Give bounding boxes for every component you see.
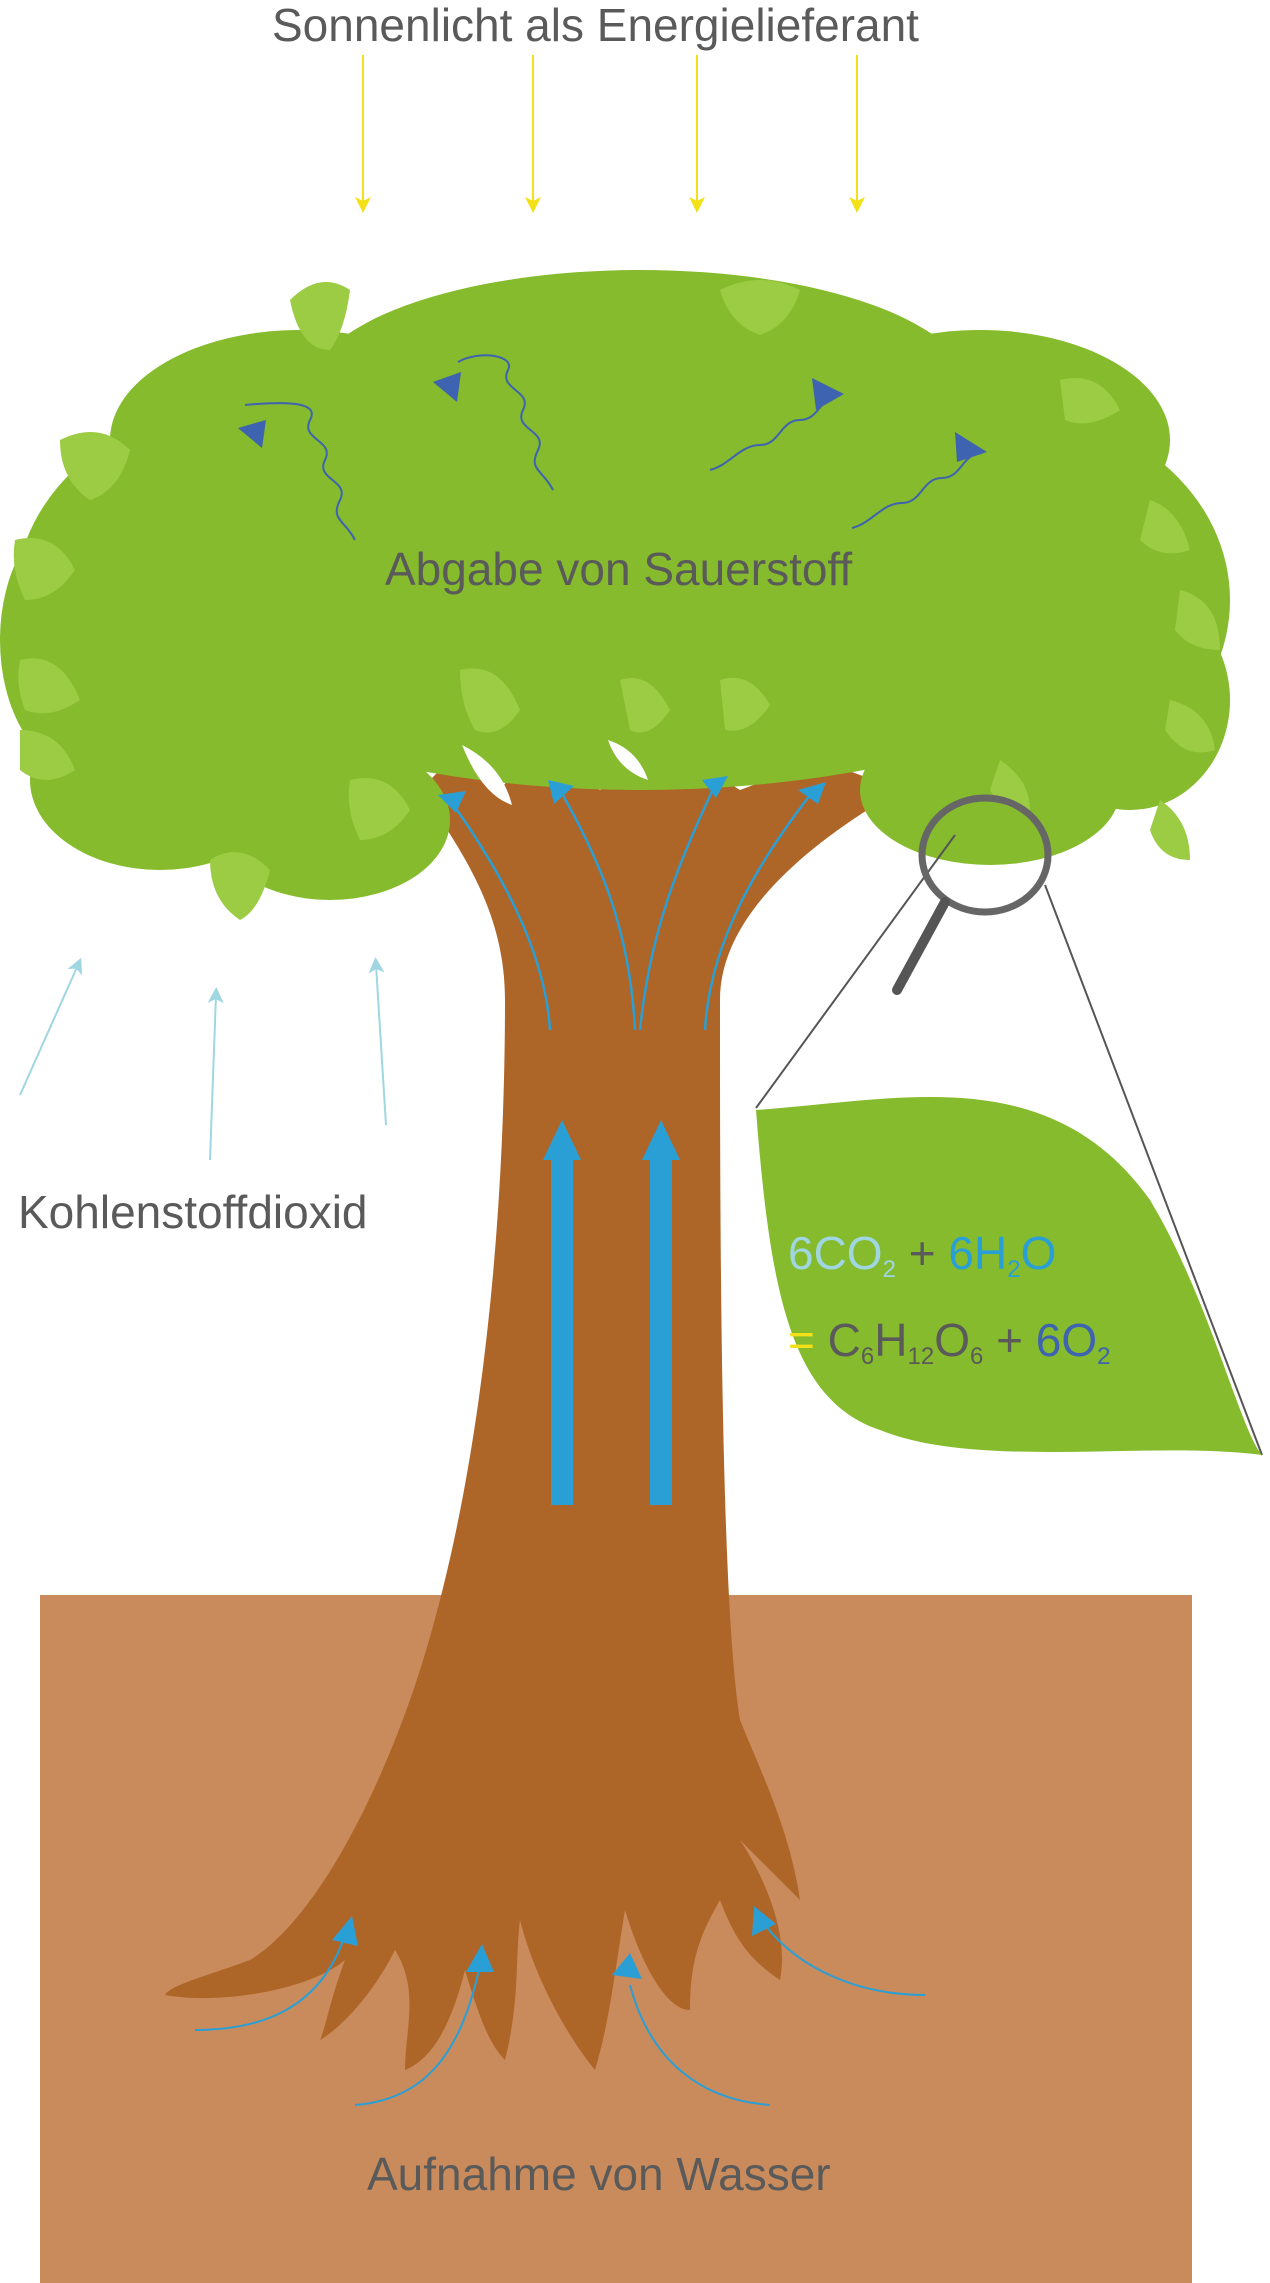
plus-sign: + bbox=[908, 1227, 936, 1279]
sap-flow-arrowheads bbox=[438, 776, 826, 813]
h2o-term: 6H2O bbox=[948, 1227, 1057, 1283]
equation-line-1: 6CO2 + 6H2O bbox=[788, 1218, 1111, 1305]
photosynthesis-equation: 6CO2 + 6H2O = C6H12O6 + 6O2 bbox=[788, 1218, 1111, 1392]
co2-arrows bbox=[19, 957, 387, 1161]
glucose-term: C6H12O6 bbox=[827, 1314, 984, 1370]
root-water-arrows bbox=[194, 1924, 926, 2106]
zoom-lines bbox=[755, 834, 1263, 1456]
magnified-leaf bbox=[756, 1097, 1262, 1455]
tree-trunk bbox=[165, 740, 900, 2070]
plus-sign-2: + bbox=[996, 1314, 1023, 1366]
root-water-arrowheads bbox=[332, 1906, 776, 1979]
canopy-leaf-highlights bbox=[13, 280, 1220, 920]
co2-label: Kohlenstoffdioxid bbox=[18, 1186, 368, 1238]
equals-sign: = bbox=[788, 1314, 815, 1366]
canopy-gaps bbox=[462, 740, 648, 805]
oxygen-label: Abgabe von Sauerstoff bbox=[385, 543, 853, 595]
tree-canopy bbox=[0, 270, 1230, 900]
equation-line-2: = C6H12O6 + 6O2 bbox=[788, 1305, 1111, 1392]
oxygen-release-arrows bbox=[244, 354, 983, 541]
sap-flow-arrows bbox=[448, 784, 811, 1031]
water-transport-arrows bbox=[543, 1120, 680, 1505]
sunlight-label: Sonnenlicht als Energielieferant bbox=[272, 0, 919, 51]
co2-term: 6CO2 bbox=[788, 1227, 896, 1283]
magnifier-icon bbox=[892, 794, 1052, 995]
oxygen-arrowheads bbox=[238, 372, 987, 462]
o2-term: 6O2 bbox=[1035, 1314, 1111, 1370]
sunlight-arrows bbox=[355, 55, 865, 213]
water-label: Aufnahme von Wasser bbox=[367, 2148, 831, 2200]
